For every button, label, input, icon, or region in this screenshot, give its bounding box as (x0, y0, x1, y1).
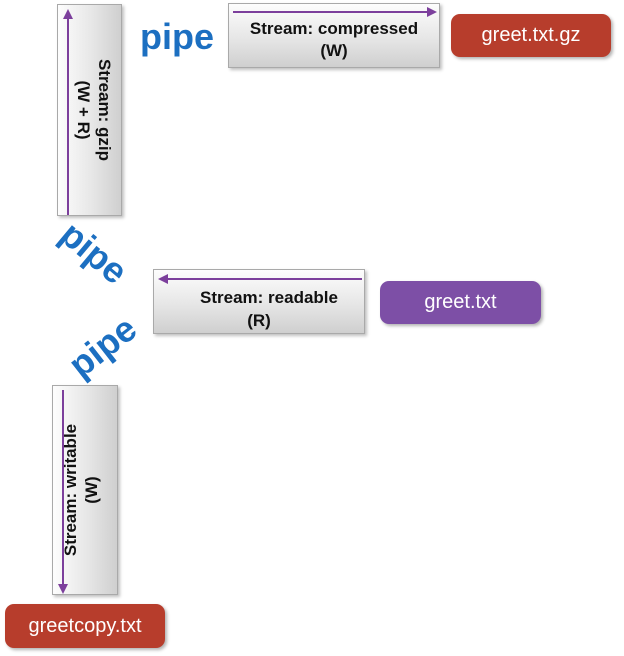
stream-gzip-label: Stream: gzip (W + R) (65, 10, 115, 210)
stream-gzip-title: Stream: gzip (94, 58, 114, 162)
file-greetcopy-txt: greetcopy.txt (5, 604, 165, 648)
stream-gzip-box: Stream: gzip (W + R) (57, 4, 122, 216)
right-arrow-icon (233, 7, 437, 17)
stream-compressed-box: Stream: compressed (W) (228, 3, 440, 68)
stream-compressed-mode: (W) (320, 41, 348, 60)
stream-writable-label: Stream: writable (W) (60, 390, 110, 590)
stream-readable-box: Stream: readable (R) (153, 269, 365, 334)
file-greet-txt-gz: greet.txt.gz (451, 14, 611, 57)
pipe-label-top: pipe (140, 16, 215, 57)
stream-writable-box: Stream: writable (W) (52, 385, 118, 595)
left-arrow-icon (158, 274, 362, 284)
stream-writable-title: Stream: writable (61, 423, 80, 557)
stream-readable-mode: (R) (247, 311, 271, 330)
file-greet-txt: greet.txt (380, 281, 541, 324)
down-arrow-icon (58, 390, 68, 594)
stream-gzip-mode: (W + R) (73, 80, 93, 140)
up-arrow-icon (63, 9, 73, 215)
stream-writable-mode: (W) (82, 476, 101, 504)
pipe-label-middle: pipe (52, 212, 136, 292)
pipe-label-lower: pipe (60, 307, 145, 386)
stream-compressed-title: Stream: compressed (249, 19, 419, 38)
stream-readable-title: Stream: readable (200, 288, 338, 307)
